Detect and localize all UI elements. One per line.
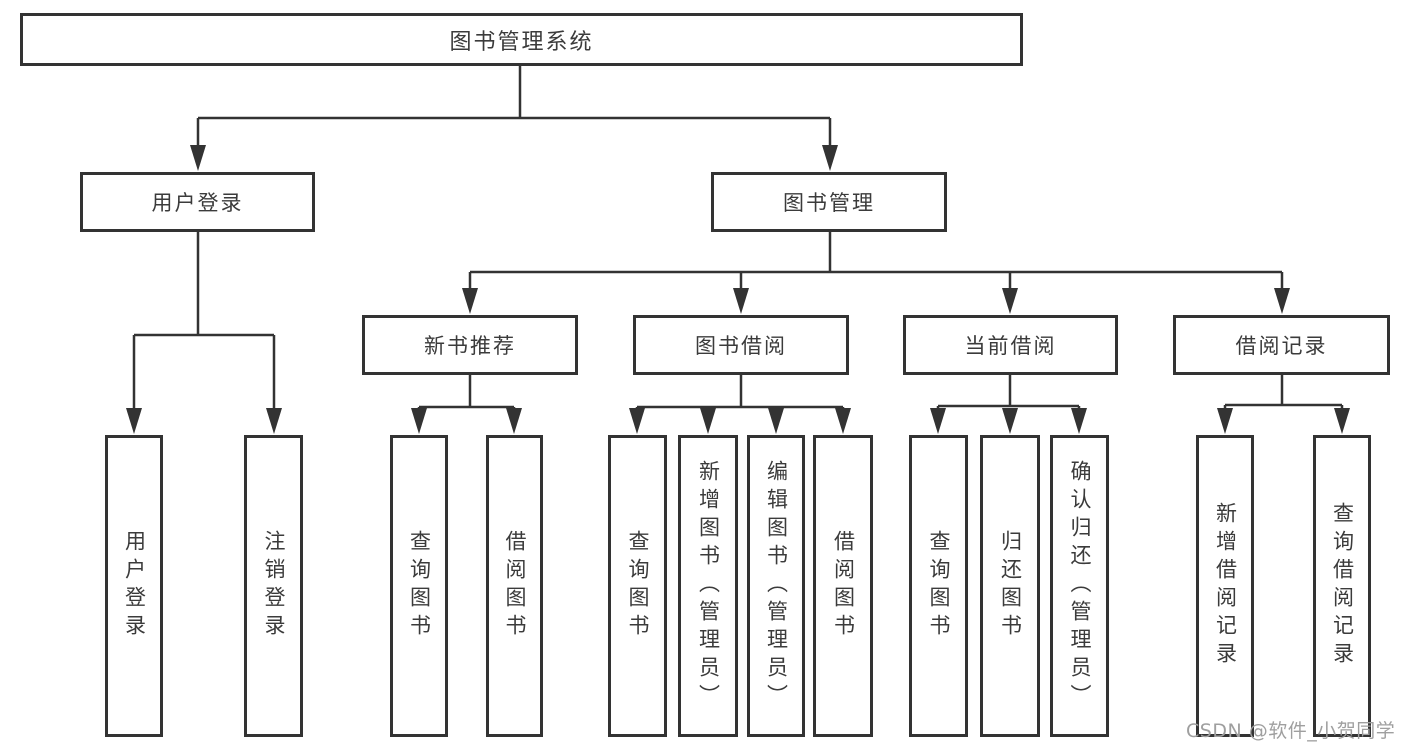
- leaf-query-books-2: 查询图书: [608, 435, 667, 737]
- leaf-edit-books-admin: 编辑图书（管理员）: [747, 435, 805, 737]
- leaf-query-books-1: 查询图书: [390, 435, 448, 737]
- leaf-user-login: 用户登录: [105, 435, 163, 737]
- node-book-management: 图书管理: [711, 172, 947, 232]
- node-new-book-recommend: 新书推荐: [362, 315, 578, 375]
- leaf-query-borrow-record: 查询借阅记录: [1313, 435, 1371, 737]
- node-borrow-records: 借阅记录: [1173, 315, 1390, 375]
- leaf-add-books-admin: 新增图书（管理员）: [678, 435, 738, 737]
- node-user-login: 用户登录: [80, 172, 315, 232]
- leaf-add-borrow-record: 新增借阅记录: [1196, 435, 1254, 737]
- leaf-logout: 注销登录: [244, 435, 303, 737]
- leaf-confirm-return-admin: 确认归还（管理员）: [1050, 435, 1109, 737]
- node-book-borrow: 图书借阅: [633, 315, 849, 375]
- leaf-borrow-books-1: 借阅图书: [486, 435, 543, 737]
- leaf-return-books: 归还图书: [980, 435, 1040, 737]
- node-root: 图书管理系统: [20, 13, 1023, 66]
- leaf-query-books-3: 查询图书: [909, 435, 968, 737]
- leaf-borrow-books-2: 借阅图书: [813, 435, 873, 737]
- node-current-borrow: 当前借阅: [903, 315, 1118, 375]
- csdn-watermark: CSDN @软件_小贺同学: [1186, 720, 1396, 742]
